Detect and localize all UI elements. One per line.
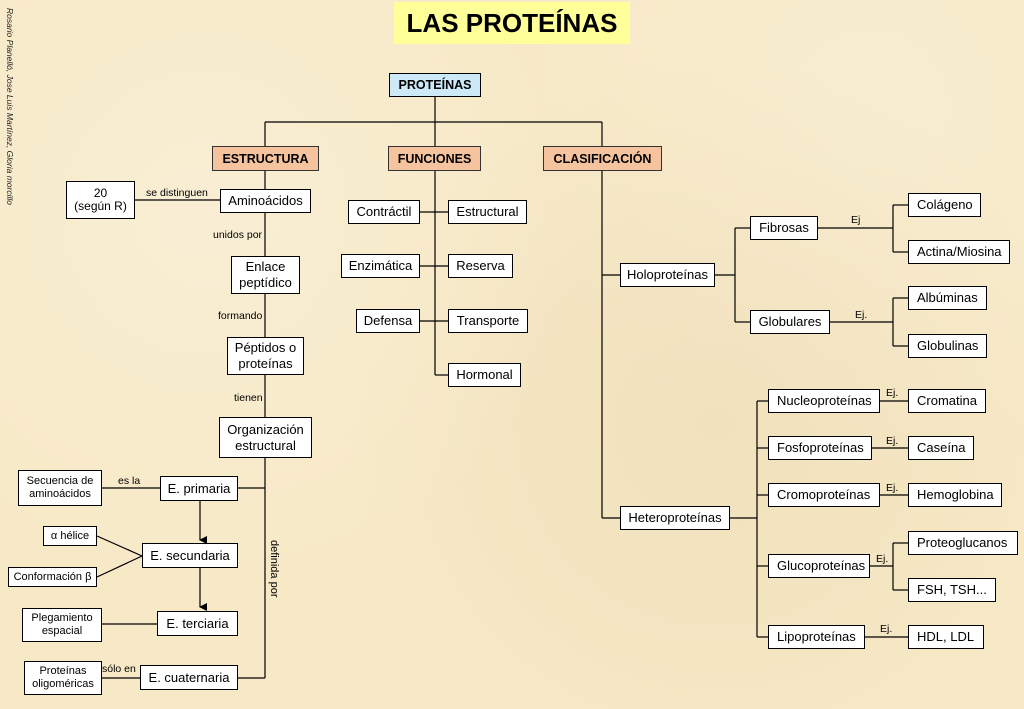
transporte-node[interactable]: Transporte (448, 309, 528, 333)
secuencia-line2: aminoácidos (29, 488, 91, 500)
clasificacion-header[interactable]: CLASIFICACIÓN (543, 146, 662, 171)
enzimatica-node[interactable]: Enzimática (341, 254, 420, 278)
definida-por-label: definida por (268, 540, 280, 598)
fsh-tsh-node[interactable]: FSH, TSH... (908, 578, 996, 602)
alfa-helice-node[interactable]: α hélice (43, 526, 97, 546)
peptidos-line2: proteínas (238, 356, 293, 371)
tienen-label: tienen (234, 392, 263, 404)
ej-globulares-label: Ej. (855, 309, 868, 321)
es-la-label: es la (118, 475, 141, 487)
estructura-header[interactable]: ESTRUCTURA (212, 146, 319, 171)
plegamiento-line2: espacial (41, 625, 83, 637)
peptidos-node[interactable]: Péptidos o proteínas (227, 337, 304, 375)
globulares-node[interactable]: Globulares (750, 310, 830, 334)
ej-gluco-label: Ej. (876, 553, 889, 565)
globulinas-node[interactable]: Globulinas (908, 334, 987, 358)
holoproteinas-node[interactable]: Holoproteínas (620, 263, 715, 287)
oligomericas-line1: Proteínas (39, 665, 87, 677)
hemoglobina-node[interactable]: Hemoglobina (908, 483, 1002, 507)
aminoacidos-node[interactable]: Aminoácidos (220, 189, 311, 213)
caseina-node[interactable]: Caseína (908, 436, 974, 460)
actina-miosina-node[interactable]: Actina/Miosina (908, 240, 1010, 264)
fosfoproteinas-node[interactable]: Fosfoproteínas (768, 436, 872, 460)
oligomericas-node[interactable]: Proteínas oligoméricas (24, 661, 102, 695)
ej-lipo-label: Ej. (880, 623, 893, 635)
ej-cromo-label: Ej. (886, 482, 899, 494)
reserva-node[interactable]: Reserva (448, 254, 513, 278)
fibrosas-node[interactable]: Fibrosas (750, 216, 818, 240)
e-cuaternaria-node[interactable]: E. cuaternaria (140, 665, 238, 690)
amino-count-node[interactable]: 20 (según R) (66, 181, 135, 219)
proteoglucanos-node[interactable]: Proteoglucanos (908, 531, 1018, 555)
cromoproteinas-node[interactable]: Cromoproteínas (768, 483, 880, 507)
solo-en-label: sólo en (102, 663, 136, 675)
enlace-line2: peptídico (239, 275, 292, 290)
amino-count-number: 20 (93, 186, 108, 200)
organizacion-node[interactable]: Organización estructural (219, 417, 312, 458)
albuminas-node[interactable]: Albúminas (908, 286, 987, 310)
se-distinguen-label: se distinguen (146, 187, 208, 199)
plegamiento-node[interactable]: Plegamiento espacial (22, 608, 102, 642)
lipoproteinas-node[interactable]: Lipoproteínas (768, 625, 865, 649)
peptidos-line1: Péptidos o (234, 340, 297, 355)
enlace-peptidico-node[interactable]: Enlace peptídico (231, 256, 300, 294)
ej-nucleo-label: Ej. (886, 387, 899, 399)
conformacion-beta-node[interactable]: Conformación β (8, 567, 97, 587)
contractil-node[interactable]: Contráctil (348, 200, 420, 224)
e-terciaria-node[interactable]: E. terciaria (157, 611, 238, 636)
formando-label: formando (218, 310, 263, 322)
funciones-header[interactable]: FUNCIONES (388, 146, 481, 171)
glucoproteinas-node[interactable]: Glucoproteínas (768, 554, 870, 578)
author-credit: Rosario Planelló, Jose Luis Martínez, Gl… (5, 8, 15, 205)
root-proteinas-node[interactable]: PROTEÍNAS (389, 73, 481, 97)
heteroproteinas-node[interactable]: Heteroproteínas (620, 506, 730, 530)
page-title: LAS PROTEÍNAS (394, 2, 630, 44)
ej-fosfo-label: Ej. (886, 435, 899, 447)
unidos-por-label: unidos por (213, 229, 263, 241)
hormonal-node[interactable]: Hormonal (448, 363, 521, 387)
organizacion-line2: estructural (235, 437, 296, 453)
ej-fibrosas-label: Ej (851, 214, 861, 226)
organizacion-line1: Organización (227, 421, 304, 437)
secuencia-line1: Secuencia de (26, 475, 94, 487)
nucleoproteinas-node[interactable]: Nucleoproteínas (768, 389, 880, 413)
cromatina-node[interactable]: Cromatina (908, 389, 986, 413)
hdl-ldl-node[interactable]: HDL, LDL (908, 625, 984, 649)
amino-count-note: (según R) (74, 199, 127, 213)
enlace-line1: Enlace (245, 259, 286, 274)
e-secundaria-node[interactable]: E. secundaria (142, 543, 238, 568)
defensa-node[interactable]: Defensa (356, 309, 420, 333)
e-primaria-node[interactable]: E. primaria (160, 476, 238, 501)
secuencia-node[interactable]: Secuencia de aminoácidos (18, 470, 102, 506)
colageno-node[interactable]: Colágeno (908, 193, 981, 217)
plegamiento-line1: Plegamiento (31, 612, 93, 624)
estructural-node[interactable]: Estructural (448, 200, 527, 224)
oligomericas-line2: oligoméricas (32, 678, 94, 690)
